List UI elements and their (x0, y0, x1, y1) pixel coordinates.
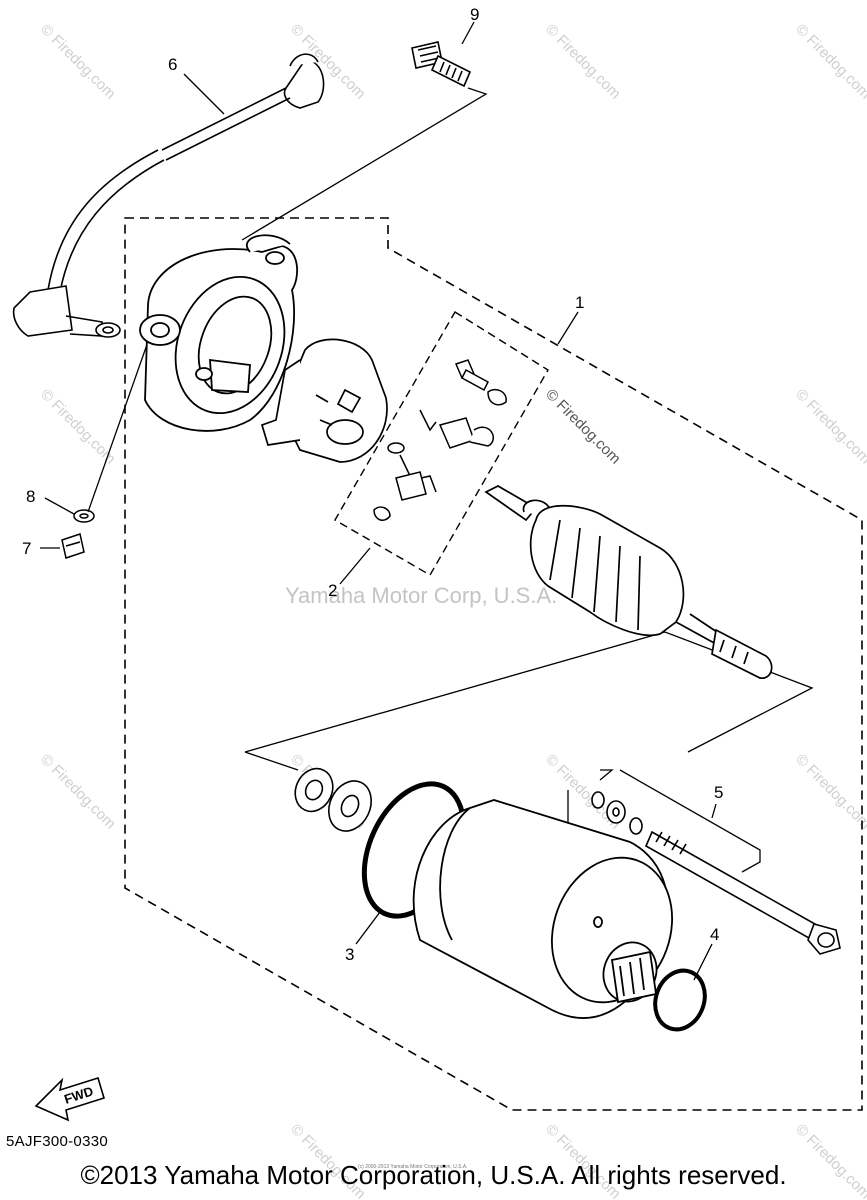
leader-8 (87, 335, 151, 513)
callout-5: 5 (714, 783, 723, 802)
lead-wire-part-6 (12, 53, 325, 338)
bolt-part-9 (411, 41, 472, 88)
watermark-small: © Firedog.com (792, 386, 867, 468)
brush-set-part-2 (373, 359, 507, 521)
assembly-boundary (124, 217, 863, 1111)
yoke-body (412, 799, 673, 1019)
watermark-small-dark: © Firedog.com (542, 386, 624, 468)
callout-1: 1 (575, 293, 584, 312)
bolt-part-7 (61, 533, 85, 559)
watermark-small: © Firedog.com (792, 21, 867, 103)
armature (484, 485, 773, 679)
callout-8: 8 (26, 487, 35, 506)
callout-4: 4 (710, 925, 719, 944)
fwd-arrow: FWD (34, 1076, 105, 1122)
callout-leaders (40, 21, 717, 981)
fine-print: (c) 2000-2013 Yamaha Motor Corporation, … (358, 1164, 468, 1170)
callout-2: 2 (328, 581, 337, 600)
callout-7: 7 (22, 539, 31, 558)
part-code: 5AJF300-0330 (6, 1133, 109, 1150)
watermark-small: © Firedog.com (542, 21, 624, 103)
rear-cover-housing (139, 234, 298, 432)
watermark-small: © Firedog.com (37, 386, 119, 468)
callout-3: 3 (345, 945, 354, 964)
callout-9: 9 (470, 5, 479, 24)
copyright-notice: ©2013 Yamaha Motor Corporation, U.S.A. A… (80, 1160, 787, 1190)
watermark-main: Yamaha Motor Corp, U.S.A. (285, 583, 557, 608)
shim-washers (294, 767, 372, 832)
watermark-small: © Firedog.com (792, 751, 867, 833)
watermark-group: © Firedog.com © Firedog.com © Firedog.co… (37, 21, 867, 1200)
watermark-small: © Firedog.com (37, 751, 119, 833)
brush-holder-plate (260, 338, 388, 463)
callout-6: 6 (168, 55, 177, 74)
washer-part-8 (73, 509, 95, 523)
brush-assembly-boundary (334, 311, 549, 576)
watermark-small: © Firedog.com (37, 21, 119, 103)
o-ring-part-4 (653, 968, 707, 1032)
through-bolt-part-5 (591, 791, 841, 955)
